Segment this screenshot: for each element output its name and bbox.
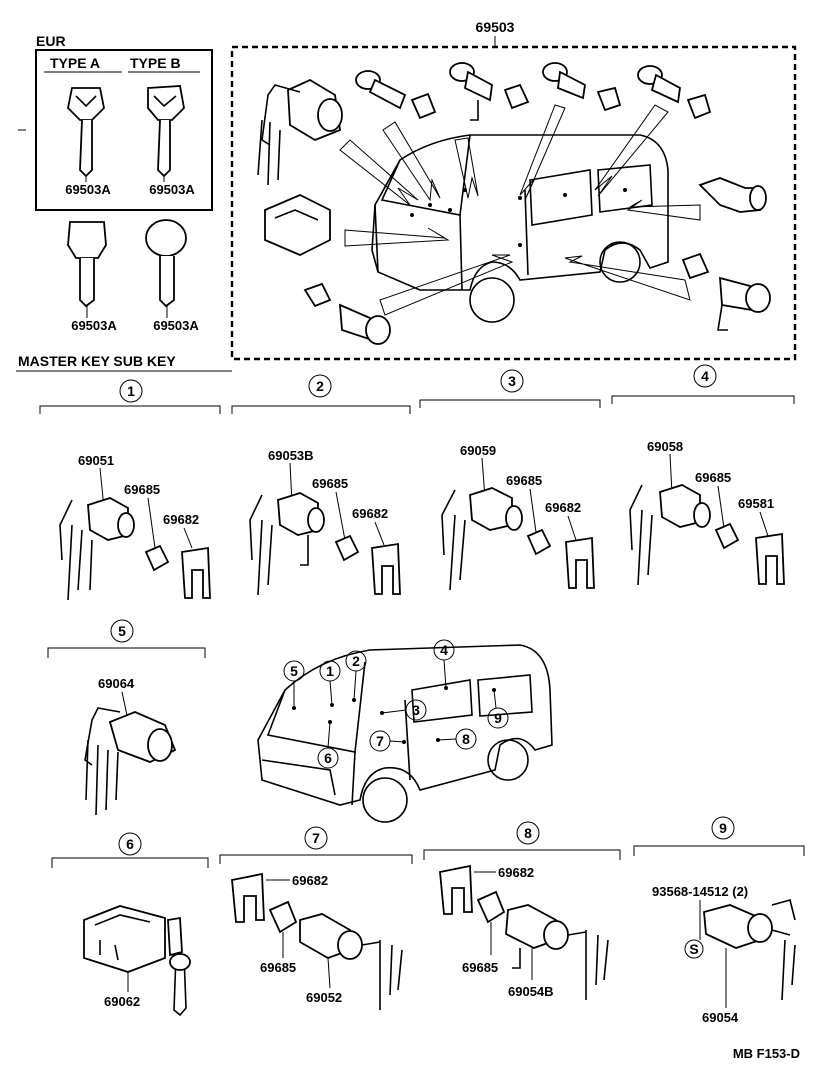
group-3-header: 3 [419,369,601,408]
group-2-part-retainer: 69682 [352,506,388,521]
eur-key-box: EUR TYPE A TYPE B 69503A 69503A [35,33,213,211]
group-7-part-spring: 69685 [260,960,296,975]
master-key-part-number: 69503A [71,318,117,333]
group-1-part-cylinder: 69051 [78,453,114,468]
type-b-label: TYPE B [130,55,181,71]
svg-text:8: 8 [462,731,470,747]
group-6-header: 6 [51,832,209,868]
group-7-number: 7 [312,830,320,846]
group-4-part-spring: 69685 [695,470,731,485]
door-lock-cylinder-d [637,65,712,120]
group-4-number: 4 [701,368,709,384]
van-callout-1: 1 [319,660,341,707]
key-type-a [67,87,105,182]
lock-cylinder-lower-right [681,252,771,331]
group-8-number: 8 [524,825,532,841]
van-callout-8: 8 [436,728,477,750]
group-1-parts: 69051 69685 69682 [59,453,211,601]
group-8-part-retainer: 69682 [498,865,534,880]
group-9-marker: S [689,941,698,957]
group-3-parts: 69059 69685 69682 [441,443,595,591]
group-2-part-spring: 69685 [312,476,348,491]
group-6-parts: 69062 [83,905,191,1017]
svg-text:1: 1 [326,663,334,679]
van-illustration-center [257,644,553,823]
svg-text:3: 3 [412,702,420,718]
group-9-parts: 93568-14512 (2) S 69054 [652,884,796,1025]
group-8-parts: 69682 69685 69054B [439,864,609,1000]
master-sub-key-caption: MASTER KEY SUB KEY [18,353,176,369]
group-9-number: 9 [719,820,727,836]
svg-text:6: 6 [324,750,332,766]
svg-text:9: 9 [494,710,502,726]
lock-cylinder-lower-left [303,282,391,345]
group-9-part-screw: 93568-14512 (2) [652,884,748,899]
group-2-part-cylinder: 69053B [268,448,314,463]
main-assembly-part-number: 69503 [476,19,515,35]
door-lock-cylinder-c [542,62,622,112]
group-4-part-cylinder: 69058 [647,439,683,454]
svg-text:4: 4 [440,642,448,658]
group-9-header: 9 [633,816,805,856]
ignition-lock-main [257,78,343,186]
group-3-part-spring: 69685 [506,473,542,488]
group-6-part-lock: 69062 [104,994,140,1009]
group-7-part-retainer: 69682 [292,873,328,888]
group-8-part-cylinder: 69054B [508,984,554,999]
group-5-header: 5 [47,619,206,658]
group-4-part-retainer: 69581 [738,496,774,511]
group-3-number: 3 [508,373,516,389]
group-3-part-cylinder: 69059 [460,443,496,458]
assembly-arrows [339,104,701,316]
group-5-number: 5 [118,623,126,639]
group-2-header: 2 [231,374,411,414]
group-1-header: 1 [39,379,221,414]
group-7-part-cylinder: 69052 [306,990,342,1005]
type-a-label: TYPE A [50,55,100,71]
lock-cylinder-right [698,177,767,213]
svg-text:5: 5 [290,663,298,679]
group-2-parts: 69053B 69685 69682 [249,448,401,596]
sub-key-part-number: 69503A [153,318,199,333]
type-a-part-number: 69503A [65,182,111,197]
group-8-part-spring: 69685 [462,960,498,975]
van-callout-5: 5 [283,660,305,710]
van-callout-2: 2 [345,650,367,702]
main-assembly: 69503 [230,19,797,361]
van-callout-6: 6 [317,720,339,769]
key-type-b [147,85,185,182]
group-9-part-cylinder: 69054 [702,1010,739,1025]
sub-key [145,219,187,318]
van-callout-7: 7 [369,730,406,752]
type-b-part-number: 69503A [149,182,195,197]
group-1-part-spring: 69685 [124,482,160,497]
van-callouts: 5 1 2 4 3 9 [283,639,509,769]
group-2-number: 2 [316,378,324,394]
footer-code: MB F153-D [733,1046,800,1061]
door-lock-cylinder-b [449,62,530,121]
van-illustration-top [371,134,669,323]
svg-text:2: 2 [352,653,360,669]
group-7-header: 7 [219,826,413,864]
master-key [67,221,107,318]
group-4-header: 4 [611,364,795,404]
van-callout-9: 9 [487,688,509,729]
svg-text:7: 7 [376,733,384,749]
eur-label: EUR [36,33,66,49]
group-4-parts: 69058 69685 69581 [629,439,785,586]
van-callout-3: 3 [380,699,427,721]
group-1-part-retainer: 69682 [163,512,199,527]
group-1-number: 1 [127,383,135,399]
group-7-parts: 69682 69685 69052 [231,872,403,1010]
group-8-header: 8 [423,821,621,860]
van-callout-4: 4 [433,639,455,690]
main-assembly-frame [230,45,797,361]
group-5-parts: 69064 [84,676,177,816]
group-5-part-ignition: 69064 [98,676,135,691]
group-3-part-retainer: 69682 [545,500,581,515]
group-6-number: 6 [126,836,134,852]
lock-bracket-left [264,194,331,256]
door-lock-cylinder-a [355,70,437,120]
